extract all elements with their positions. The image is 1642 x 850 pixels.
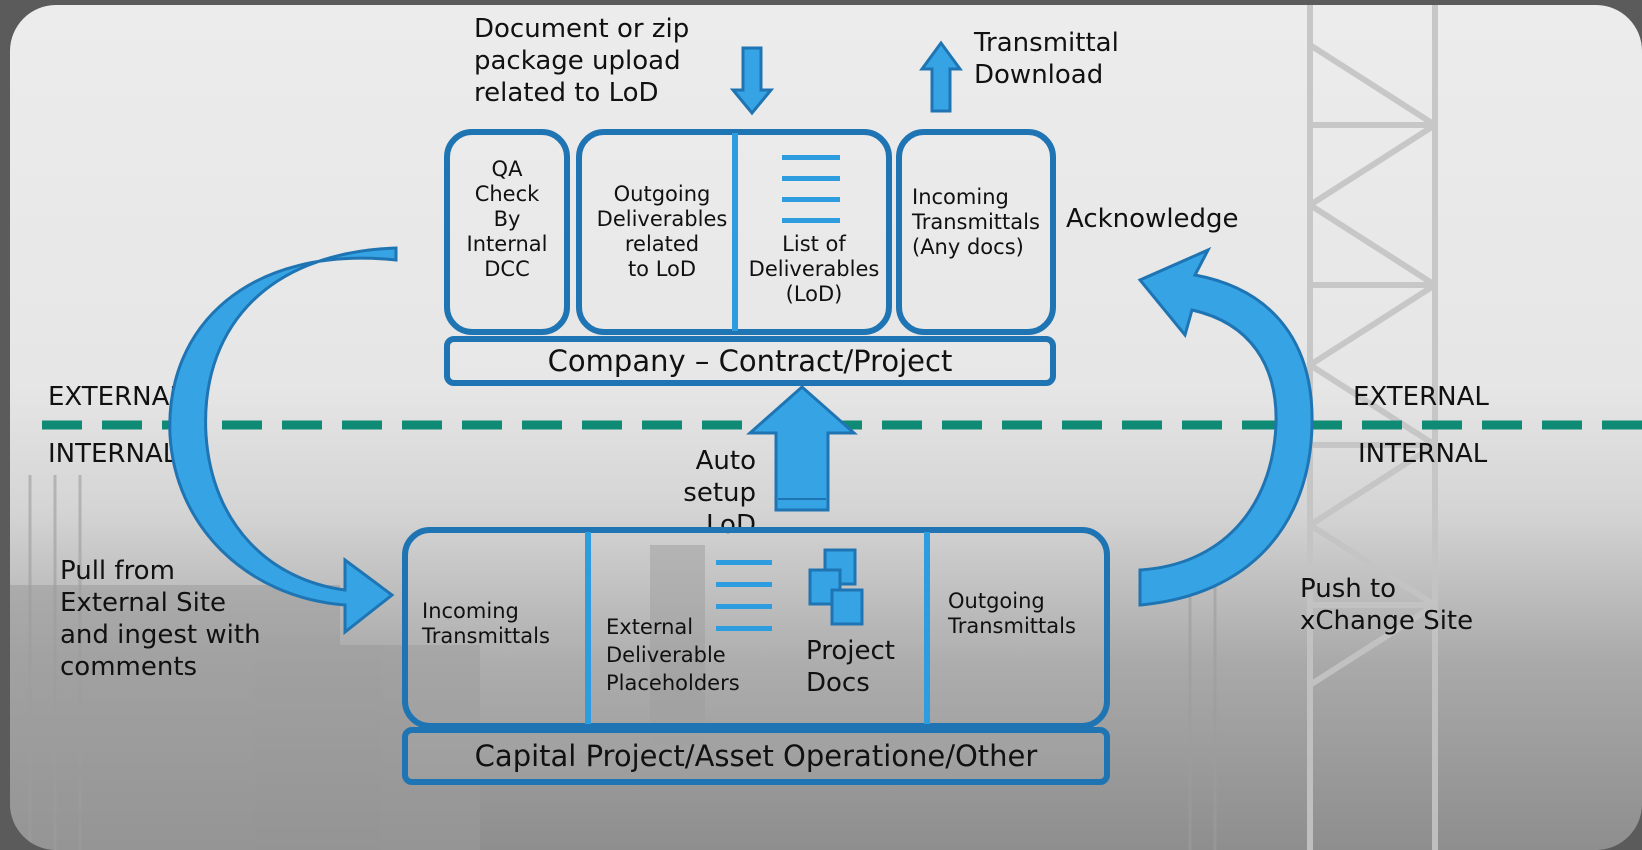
incoming-transmittals-top-label: Incoming Transmittals (Any docs) [912, 185, 1040, 259]
external-label-left: EXTERNAL [48, 382, 184, 412]
outgoing-transmittals-label: Outgoing Transmittals [948, 589, 1076, 638]
bottom-divider-left [585, 532, 591, 724]
outgoing-deliverables-label: Outgoing Deliverables related to LoD [596, 182, 728, 281]
internal-label-left: INTERNAL [48, 439, 178, 469]
bottom-divider-right [924, 532, 930, 724]
project-docs-label: Project Docs [806, 636, 895, 698]
download-arrow-icon [919, 40, 963, 113]
external-placeholders-label: External Deliverable Placeholders [606, 615, 740, 695]
deliverables-divider [732, 133, 738, 331]
list-of-deliverables-label: List of Deliverables (LoD) [748, 232, 880, 306]
pull-note: Pull from External Site and ingest with … [60, 556, 261, 682]
company-bar: Company – Contract/Project [444, 336, 1056, 386]
auto-setup-arrow-icon [746, 384, 858, 512]
push-curved-arrow-icon [1137, 246, 1314, 607]
push-note: Push to xChange Site [1300, 574, 1474, 636]
acknowledge-label: Acknowledge [1066, 204, 1239, 234]
capital-project-bar-label: Capital Project/Asset Operatione/Other [474, 739, 1038, 773]
diagram-canvas: Document or zip package upload related t… [10, 5, 1642, 850]
upload-note: Document or zip package upload related t… [474, 14, 690, 108]
qa-check-box: QA Check By Internal DCC [444, 129, 570, 335]
internal-label-right: INTERNAL [1358, 439, 1488, 469]
qa-check-label: QA Check By Internal DCC [466, 157, 548, 281]
upload-arrow-icon [729, 46, 775, 116]
construction-background [10, 5, 1438, 850]
external-label-right: EXTERNAL [1353, 382, 1489, 412]
capital-project-bar: Capital Project/Asset Operatione/Other [402, 727, 1110, 785]
incoming-transmittals-bottom-label: Incoming Transmittals [422, 599, 550, 648]
diagram-overlay [42, 40, 1642, 636]
auto-setup-label: Auto setup LoD [683, 446, 756, 540]
company-bar-label: Company – Contract/Project [547, 344, 953, 378]
documents-icon [808, 548, 864, 626]
download-note: Transmittal Download [974, 28, 1119, 90]
incoming-transmittals-top-box: Incoming Transmittals (Any docs) [896, 129, 1056, 335]
pull-curved-arrow-icon [168, 246, 398, 636]
